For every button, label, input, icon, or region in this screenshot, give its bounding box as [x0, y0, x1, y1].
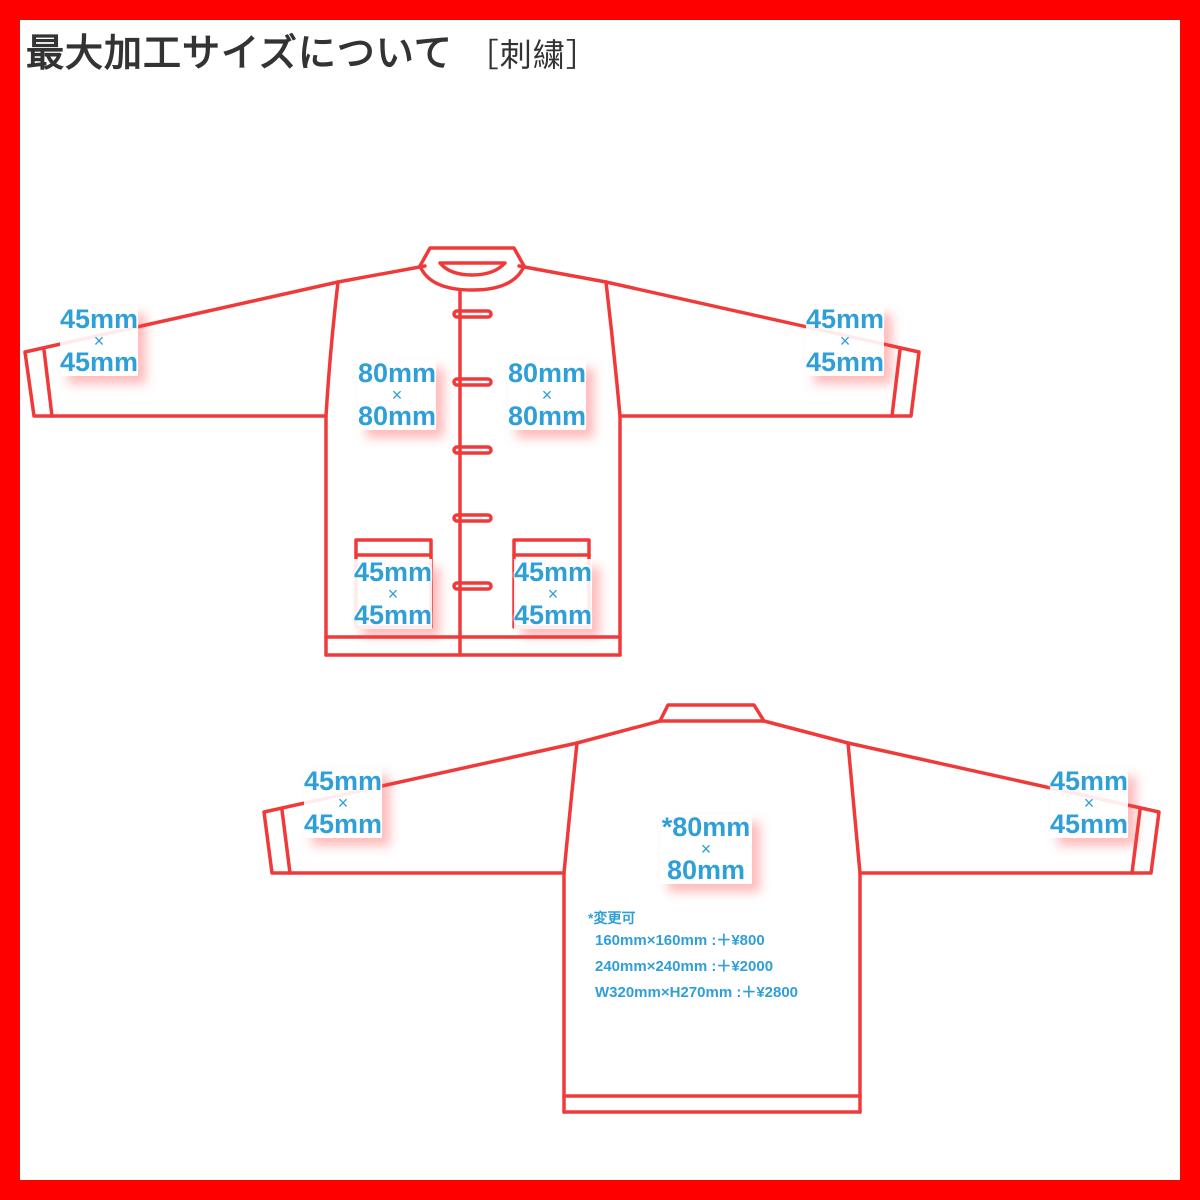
note-option: 240mm×240mm :＋¥2000 [595, 958, 774, 975]
back-center-size: *80mm × 80mm [660, 812, 752, 885]
back-left-sleeve-size: 45mm × 45mm [304, 766, 383, 839]
note-option: 160mm×160mm :＋¥800 [595, 932, 765, 949]
page-title: 最大加工サイズについて ［刺繍］ [26, 22, 599, 77]
front-left-pocket-size: 45mm × 45mm [354, 557, 433, 630]
front-jacket-illustration [23, 246, 921, 657]
front-left-sleeve-size: 45mm × 45mm [60, 304, 139, 377]
title-sub: ［刺繍］ [466, 36, 599, 74]
title-main: 最大加工サイズについて [26, 31, 453, 75]
front-right-chest-size: 80mm × 80mm [508, 358, 587, 431]
front-right-pocket-size: 45mm × 45mm [514, 557, 593, 630]
note-heading: *変更可 [588, 910, 636, 926]
back-jacket-illustration [262, 703, 1161, 1114]
canvas [20, 20, 1180, 1180]
size-change-note: *変更可 160mm×160mm :＋¥800 240mm×240mm :＋¥2… [588, 908, 798, 1006]
note-option: W320mm×H270mm :＋¥2800 [595, 984, 799, 1001]
front-left-chest-size: 80mm × 80mm [358, 358, 437, 431]
front-right-sleeve-size: 45mm × 45mm [806, 304, 885, 377]
back-right-sleeve-size: 45mm × 45mm [1050, 766, 1129, 839]
